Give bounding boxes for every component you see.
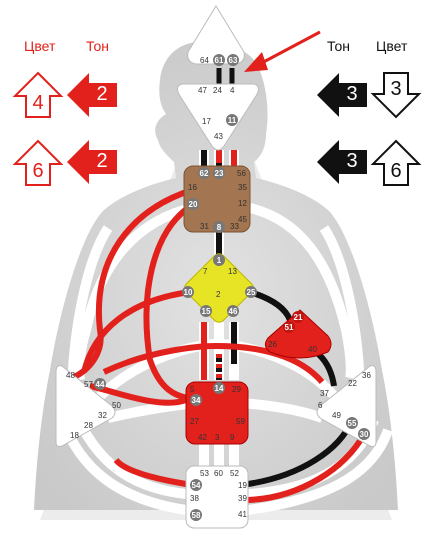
gate-55: 55: [348, 419, 357, 428]
gate-59: 59: [236, 417, 245, 426]
spleen-center: [55, 365, 116, 447]
gate-37: 37: [320, 389, 329, 398]
gate-30: 30: [360, 430, 369, 439]
heart-center: [264, 309, 332, 359]
root-center: [185, 465, 249, 529]
gate-33: 33: [230, 222, 239, 231]
gate-48: 48: [66, 371, 75, 380]
gate-4: 4: [230, 86, 235, 95]
gate-15: 15: [202, 307, 211, 316]
gate-45: 45: [238, 215, 247, 224]
gate-22: 22: [348, 379, 357, 388]
gate-21: 21: [294, 313, 303, 322]
gate-16: 16: [188, 183, 197, 192]
gate-57: 57: [84, 380, 93, 389]
g-center: [184, 253, 254, 323]
gate-52: 52: [230, 469, 239, 478]
personality-color-value-top: 3: [390, 77, 402, 100]
gate-labels: 64 47 24 4 17 43 56 16 35 12 45 31 33 7 …: [66, 56, 371, 519]
gate-56: 56: [237, 169, 246, 178]
gate-17: 17: [202, 117, 211, 126]
gate-14: 14: [215, 384, 224, 393]
gate-53: 53: [200, 469, 209, 478]
gate-39: 39: [238, 494, 247, 503]
gate-18: 18: [70, 431, 79, 440]
gate-34: 34: [192, 396, 201, 405]
personality-color-arrow-top: 3: [370, 70, 422, 120]
design-color-value-top: 4: [32, 91, 44, 114]
gate-24: 24: [213, 86, 222, 95]
gate-12: 12: [238, 199, 247, 208]
design-color-arrow-top: 4: [12, 70, 64, 120]
gate-49: 49: [332, 411, 341, 420]
personality-color-arrow-bottom: 6: [370, 138, 422, 188]
gate-60: 60: [214, 469, 223, 478]
gate-5: 5: [190, 385, 195, 394]
gate-36: 36: [362, 371, 371, 380]
design-tone-arrow-bottom: 2: [66, 139, 118, 189]
design-tone-value-bottom: 2: [96, 149, 108, 172]
right-tone-header: Тон: [327, 38, 350, 54]
gate-51: 51: [285, 323, 294, 332]
gate-54: 54: [192, 481, 201, 490]
gate-44: 44: [96, 380, 105, 389]
personality-tone-arrow-bottom: 3: [316, 139, 368, 189]
gate-29: 29: [232, 385, 241, 394]
personality-tone-arrow-top: 3: [316, 72, 368, 122]
gate-32: 32: [98, 411, 107, 420]
gate-42: 42: [198, 433, 207, 442]
solar-plexus-center: [316, 365, 377, 447]
gate-64: 64: [200, 56, 209, 65]
gate-10: 10: [184, 288, 193, 297]
gate-62: 62: [200, 169, 209, 178]
activated-gates: 61 63 11 62 23 20 8 1 10 25 15 46 21 51 …: [94, 54, 370, 521]
design-tone-value-top: 2: [96, 82, 108, 105]
gate-7: 7: [203, 267, 208, 276]
gate-3: 3: [215, 433, 220, 442]
gate-63: 63: [229, 56, 238, 65]
gate-2: 2: [216, 290, 221, 299]
gate-23: 23: [215, 169, 224, 178]
gate-31: 31: [200, 222, 209, 231]
design-color-arrow-bottom: 6: [12, 138, 64, 188]
gate-43: 43: [214, 132, 223, 141]
gate-41: 41: [238, 510, 247, 519]
gate-20: 20: [189, 200, 198, 209]
gate-40: 40: [308, 345, 317, 354]
gate-47: 47: [198, 86, 207, 95]
gate-27: 27: [190, 417, 199, 426]
gate-38: 38: [190, 494, 199, 503]
gate-58: 58: [192, 511, 201, 520]
gate-25: 25: [247, 288, 256, 297]
sacral-center: [185, 381, 249, 445]
gate-28: 28: [84, 421, 93, 430]
gate-46: 46: [229, 307, 238, 316]
right-color-header: Цвет: [376, 38, 408, 54]
gate-35: 35: [238, 183, 247, 192]
gate-6: 6: [318, 401, 323, 410]
gate-19: 19: [238, 481, 247, 490]
personality-tone-value-bottom: 3: [346, 149, 358, 172]
personality-color-value-bottom: 6: [390, 159, 402, 182]
gate-13: 13: [228, 267, 237, 276]
gate-26: 26: [268, 340, 277, 349]
design-tone-arrow-top: 2: [66, 72, 118, 122]
left-color-header: Цвет: [24, 38, 56, 54]
personality-tone-value-top: 3: [346, 82, 358, 105]
design-color-value-bottom: 6: [32, 159, 44, 182]
gate-50: 50: [112, 401, 121, 410]
gate-1: 1: [217, 256, 222, 265]
ajna-center: [176, 83, 260, 151]
left-tone-header: Тон: [86, 38, 109, 54]
gate-8: 8: [217, 223, 222, 232]
gate-9: 9: [230, 433, 235, 442]
gate-61: 61: [215, 56, 224, 65]
pointer-arrow: [244, 30, 321, 72]
gate-11: 11: [228, 116, 237, 125]
